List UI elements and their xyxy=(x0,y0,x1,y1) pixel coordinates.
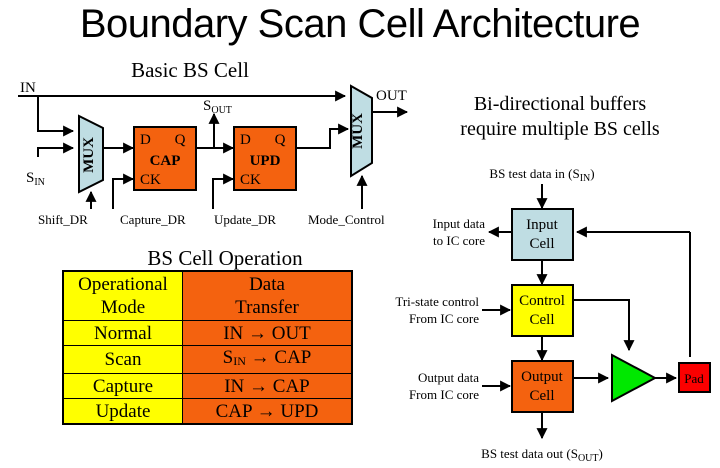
bs-test-data-in-label: BS test data in (SIN) xyxy=(489,166,594,184)
table-row: Capture IN → CAP xyxy=(62,373,353,399)
pad-label: Pad xyxy=(684,371,704,386)
cell-mode-update: Update xyxy=(62,398,183,425)
mux-left-label: MUX xyxy=(81,137,97,173)
header-operational-mode-line1: Operational xyxy=(78,274,168,295)
header-operational-mode-line2: Mode xyxy=(100,297,146,318)
header-data-transfer: Data Transfer xyxy=(182,270,353,321)
bidirectional-heading: Bi-directional buffers require multiple … xyxy=(410,92,710,142)
control-label-shift-dr: Shift_DR xyxy=(38,212,88,227)
tristate-label-line1: Tri-state control xyxy=(395,294,479,309)
control-label-mode-control: Mode_Control xyxy=(308,212,385,227)
bs-test-data-out-label: BS test data out (SOUT) xyxy=(481,446,603,464)
control-label-capture-dr: Capture_DR xyxy=(120,212,186,227)
table-row: Update CAP → UPD xyxy=(62,398,353,425)
page-title: Boundary Scan Cell Architecture xyxy=(79,2,641,46)
sout-label: SOUT xyxy=(203,98,232,116)
cap-flipflop-block xyxy=(133,126,197,191)
wire-capturedr xyxy=(112,173,135,209)
table-header-row: Operational Mode Data Transfer xyxy=(62,270,353,321)
bidirectional-heading-line1: Bi-directional buffers xyxy=(473,93,647,115)
table-row: Normal IN → OUT xyxy=(62,320,353,346)
cap-d-label: D xyxy=(140,132,151,148)
output-data-label-line1: Output data xyxy=(418,370,479,385)
tristate-buffer-shape xyxy=(611,353,658,403)
upd-d-label: D xyxy=(240,132,251,148)
input-cell-label-line2: Cell xyxy=(530,236,555,252)
input-cell-label-line1: Input xyxy=(526,217,558,233)
cell-transfer-scan: SIN → CAP xyxy=(182,345,353,374)
cell-mode-capture: Capture xyxy=(62,373,183,399)
wire-in-to-mux xyxy=(37,96,75,137)
basic-bs-cell-heading: Basic BS Cell xyxy=(131,58,249,82)
upd-flipflop-block xyxy=(233,126,297,191)
input-data-label-line2: to IC core xyxy=(433,233,485,248)
input-cell-block xyxy=(511,208,574,261)
cell-mode-scan: Scan xyxy=(62,345,183,374)
mux-right-shape xyxy=(350,84,373,178)
tristate-label-line2: From IC core xyxy=(409,311,479,326)
table-row: Scan SIN → CAP xyxy=(62,345,353,374)
upd-name-label: UPD xyxy=(250,153,281,169)
output-data-label-line2: From IC core xyxy=(409,387,479,402)
header-operational-mode: Operational Mode xyxy=(62,270,183,321)
header-data-transfer-line2: Transfer xyxy=(235,297,299,318)
control-label-update-dr: Update_DR xyxy=(214,212,276,227)
wire-sin-to-mux xyxy=(37,142,75,157)
bs-cell-operation-heading: BS Cell Operation xyxy=(147,246,303,270)
input-data-label-line1: Input data xyxy=(433,216,486,231)
out-label: OUT xyxy=(376,88,407,104)
upd-ck-label: CK xyxy=(240,172,261,188)
cap-name-label: CAP xyxy=(150,153,181,169)
mux-left-shape xyxy=(78,114,104,194)
output-cell-label-line1: Output xyxy=(521,369,564,385)
bs-cell-operation-table: Operational Mode Data Transfer Normal IN… xyxy=(62,270,353,425)
mux-right-label: MUX xyxy=(350,113,366,149)
control-cell-label-line2: Cell xyxy=(530,312,555,328)
cell-transfer-update: CAP → UPD xyxy=(182,398,353,425)
wire-control-to-buffer-enable xyxy=(573,299,635,352)
cell-mode-normal: Normal xyxy=(62,320,183,346)
wire-upd-to-mux xyxy=(296,123,350,149)
sin-label: SIN xyxy=(26,170,45,188)
in-label: IN xyxy=(20,80,36,96)
cap-ck-label: CK xyxy=(140,172,161,188)
header-data-transfer-line1: Data xyxy=(249,274,285,295)
bidirectional-heading-line2: require multiple BS cells xyxy=(460,118,660,140)
cell-transfer-normal: IN → OUT xyxy=(182,320,353,346)
cap-q-label: Q xyxy=(175,132,186,148)
pad-block xyxy=(678,362,711,393)
upd-q-label: Q xyxy=(275,132,286,148)
control-cell-label-line1: Control xyxy=(519,293,565,309)
wire-updatedr xyxy=(212,173,235,209)
output-cell-label-line2: Cell xyxy=(530,388,555,404)
cell-transfer-capture: IN → CAP xyxy=(182,373,353,399)
